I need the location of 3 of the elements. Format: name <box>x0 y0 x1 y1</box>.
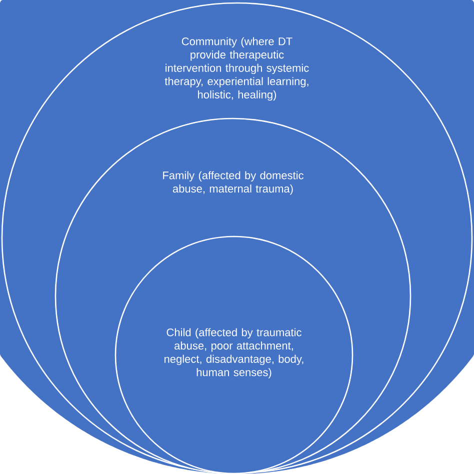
circle-label: Community (where DT provide therapeutic intervention through systemic therapy, experiential learning, holistic, healing) <box>164 37 309 101</box>
circle-label: Family (affected by domestic abuse, maternal trauma) <box>163 171 304 195</box>
circle-label: Child (affected by traumatic abuse, poor attachment, neglect, disadvantage, body, human senses) <box>164 328 304 378</box>
